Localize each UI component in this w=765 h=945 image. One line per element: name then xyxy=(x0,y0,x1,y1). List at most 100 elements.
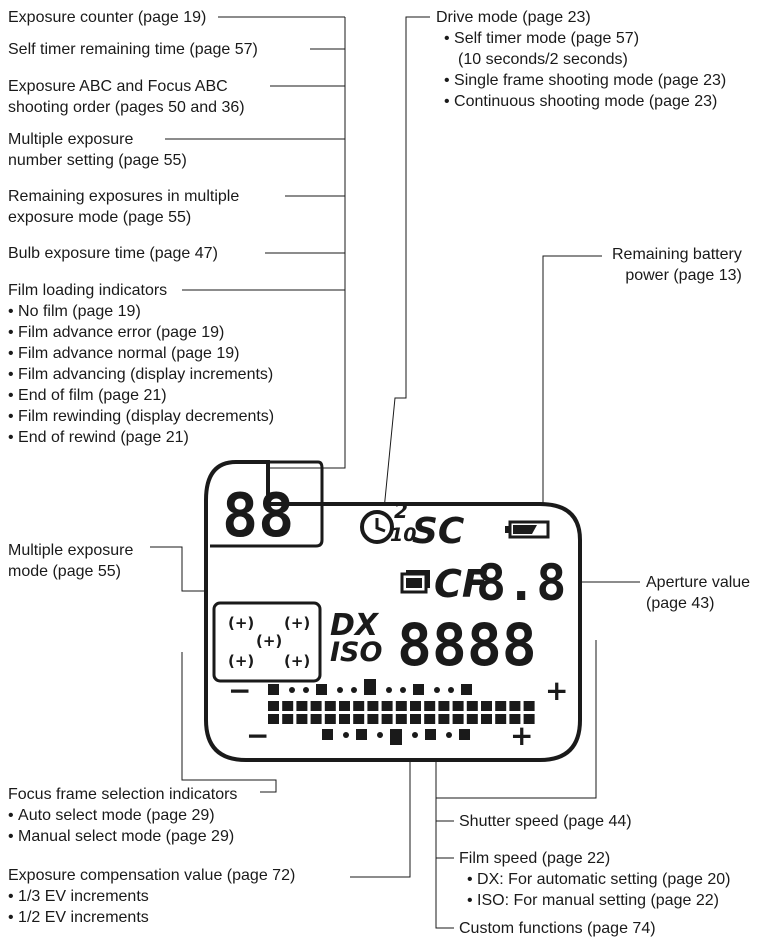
scale-center-mark xyxy=(364,679,376,695)
multi-exp-number-label: Multiple exposure number setting (page 5… xyxy=(8,129,187,171)
scale-bar-segment xyxy=(452,714,464,724)
remaining-multi-exp-label: Remaining exposures in multiple exposure… xyxy=(8,186,239,228)
bulb-time-label: Bulb exposure time (page 47) xyxy=(8,245,218,262)
scale-square-mark xyxy=(268,684,279,695)
counter-digits: 88 xyxy=(222,481,294,551)
scale-bar-segment xyxy=(282,714,294,724)
scale-bar-segment xyxy=(466,701,478,711)
scale-bar-segment xyxy=(523,714,535,724)
scale-dot-mark xyxy=(400,687,406,693)
cf-indicator: CF xyxy=(434,562,488,606)
focus-frame-item: Manual select mode (page 29) xyxy=(8,826,237,847)
scale-bar-segment xyxy=(268,701,279,711)
scale-center-mark xyxy=(390,729,402,745)
scale-bar-segment xyxy=(367,714,379,724)
scale-bar-segment xyxy=(310,714,322,724)
scale-bar-segment xyxy=(296,701,308,711)
exposure-scale xyxy=(268,679,535,745)
leader-custom-functions xyxy=(435,640,597,929)
scale-bar-segment xyxy=(395,701,407,711)
drive-mode-label: Drive mode (page 23) Self timer mode (pa… xyxy=(436,7,726,112)
scale-dot-mark xyxy=(446,732,452,738)
scale-bar-segment xyxy=(410,714,421,724)
scale-bar-segment xyxy=(438,714,450,724)
timer-small-top: 2 xyxy=(394,499,408,523)
scale-bar-segment xyxy=(466,714,478,724)
scale-bar-segment xyxy=(324,701,336,711)
battery-line-2: power (page 13) xyxy=(625,267,742,284)
film-speed-item: ISO: For manual setting (page 22) xyxy=(459,890,731,911)
scale-bar-segment xyxy=(367,701,379,711)
film-loading-item: Film advancing (display increments) xyxy=(8,364,274,385)
battery-icon xyxy=(505,520,550,539)
focus-bracket-icon: (+) xyxy=(284,652,310,670)
scale-bar-segment xyxy=(268,714,279,724)
film-loading-item: Film advance error (page 19) xyxy=(8,322,274,343)
drive-mode-item: Single frame shooting mode (page 23) xyxy=(436,70,726,91)
film-loading-item: End of film (page 21) xyxy=(8,385,274,406)
counter-box xyxy=(210,460,324,548)
drive-mode-timer-note: (10 seconds/2 seconds) xyxy=(458,51,628,68)
film-loading-item: Film advance normal (page 19) xyxy=(8,343,274,364)
aperture-line-2: (page 43) xyxy=(646,595,715,612)
self-timer-remaining-label: Self timer remaining time (page 57) xyxy=(8,41,258,58)
scale-bar-segment xyxy=(424,714,436,724)
scale-plus-bottom: + xyxy=(510,719,533,752)
scale-bar-segment xyxy=(381,701,393,711)
scale-dot-mark xyxy=(448,687,454,693)
scale-bar-segment xyxy=(438,701,450,711)
leader-focus-frame xyxy=(181,652,277,793)
timer-small-bottom: 10 xyxy=(390,524,416,546)
abc-order-label: Exposure ABC and Focus ABC shooting orde… xyxy=(8,76,245,118)
scale-bar-segment xyxy=(296,714,308,724)
scale-square-mark xyxy=(461,684,472,695)
leader-bus-counter xyxy=(268,17,346,469)
scale-bar-segment xyxy=(495,714,507,724)
focus-frame-indicators: (+) (+) (+) (+) (+) xyxy=(212,601,322,683)
scale-bar-segment xyxy=(381,714,393,724)
scale-bar-segment xyxy=(523,701,535,711)
main-digits: 8888 xyxy=(397,611,537,679)
drive-mode-item: Continuous shooting mode (page 23) xyxy=(436,91,726,112)
scale-square-mark xyxy=(413,684,424,695)
scale-square-mark xyxy=(425,729,436,740)
scale-bar-segment xyxy=(481,714,492,724)
scale-dot-mark xyxy=(434,687,440,693)
remaining-multi-exp-line-1: Remaining exposures in multiple xyxy=(8,188,240,205)
film-speed-label: Film speed (page 22) DX: For automatic s… xyxy=(459,848,731,911)
exposure-counter-label: Exposure counter (page 19) xyxy=(8,9,207,26)
battery-label: Remaining battery power (page 13) xyxy=(612,244,742,286)
shutter-speed-label: Shutter speed (page 44) xyxy=(459,813,632,830)
lcd-panel: 88 2 10 SC CF 8.8 (+) (+) ( xyxy=(204,460,582,762)
film-loading-item: End of rewind (page 21) xyxy=(8,427,274,448)
scale-square-mark xyxy=(322,729,333,740)
abc-order-line-2: shooting order (pages 50 and 36) xyxy=(8,99,245,116)
drive-mode-item: Self timer mode (page 57) xyxy=(436,28,726,49)
custom-functions-label: Custom functions (page 74) xyxy=(459,920,656,937)
scale-bar-segment xyxy=(410,701,421,711)
scale-dot-mark xyxy=(337,687,343,693)
multi-exp-mode-line-2: mode (page 55) xyxy=(8,563,121,580)
leader-exp-comp xyxy=(350,722,411,878)
scale-dot-mark xyxy=(377,732,383,738)
aperture-line-1: Aperture value xyxy=(646,574,751,591)
scale-bar-segment xyxy=(339,714,350,724)
film-speed-item: DX: For automatic setting (page 20) xyxy=(459,869,730,890)
abc-order-line-1: Exposure ABC and Focus ABC xyxy=(8,78,228,95)
scale-dot-mark xyxy=(386,687,392,693)
battery-line-1: Remaining battery xyxy=(612,246,742,263)
leader-drive-mode xyxy=(382,16,430,521)
scale-dot-mark xyxy=(343,732,349,738)
multiple-exposure-icon xyxy=(400,570,430,594)
focus-frame-title: Focus frame selection indicators xyxy=(8,786,238,803)
scale-bar-segment xyxy=(452,701,464,711)
scale-bar-segment xyxy=(509,701,521,711)
multi-exp-number-line-2: number setting (page 55) xyxy=(8,152,187,169)
multi-exp-number-line-1: Multiple exposure xyxy=(8,131,134,148)
focus-frame-item: Auto select mode (page 29) xyxy=(8,805,237,826)
drive-mode-title: Drive mode (page 23) xyxy=(436,9,591,26)
scale-dot-mark xyxy=(289,687,295,693)
scale-bar-segment xyxy=(495,701,507,711)
scale-square-mark xyxy=(356,729,367,740)
